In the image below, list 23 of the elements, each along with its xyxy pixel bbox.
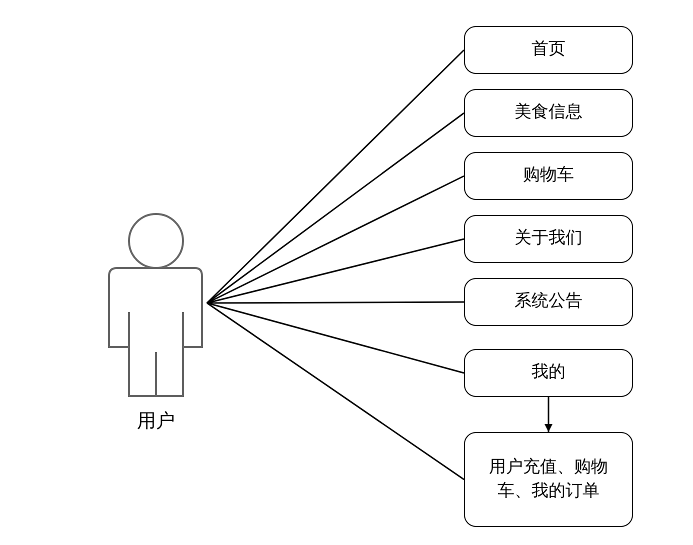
connector-line (206, 175, 464, 304)
arrow (544, 397, 552, 432)
use-case-box (464, 278, 633, 326)
use-case-label: 用户充值、购物车、我的订单 (488, 456, 609, 502)
use-case-label: 我的 (532, 361, 566, 384)
use-case-box (464, 26, 633, 74)
use-case-label: 购物车 (523, 164, 574, 188)
use-case-box (464, 432, 633, 527)
use-case-box (464, 349, 633, 397)
use-case-box (464, 215, 633, 263)
connector-line (206, 238, 464, 304)
use-case-label: 关于我们 (514, 227, 582, 250)
use-case-box (464, 89, 633, 137)
connector-line (206, 49, 465, 304)
actor-label: 用户 (137, 409, 175, 434)
connector-line (206, 302, 464, 374)
connector-line (207, 301, 464, 304)
use-case-label: 首页 (532, 38, 566, 62)
connector-line (206, 112, 464, 304)
use-case-label: 美食信息 (514, 101, 582, 124)
use-case-box (464, 152, 633, 200)
connector-line (206, 302, 464, 480)
use-case-label: 系统公告 (514, 290, 582, 314)
